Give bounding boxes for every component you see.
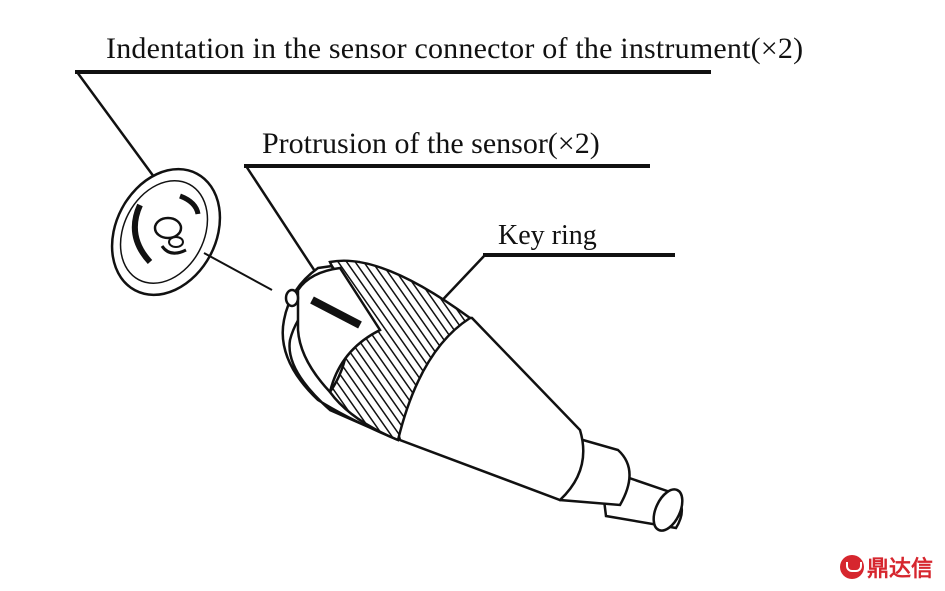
- indentation-callout-label: Indentation in the sensor connector of t…: [106, 32, 804, 65]
- instrument-connector-disk: [110, 167, 222, 297]
- watermark-logo: 鼎达信: [839, 551, 933, 583]
- protrusion-callout-label: Protrusion of the sensor(×2): [262, 127, 600, 160]
- callout-underlines: [75, 70, 711, 257]
- watermark-icon: [839, 555, 864, 579]
- sensor-plug: [281, 259, 684, 532]
- key-ring-callout-label: Key ring: [498, 220, 597, 251]
- watermark-text: 鼎达信: [866, 557, 933, 582]
- alignment-line: [203, 252, 273, 291]
